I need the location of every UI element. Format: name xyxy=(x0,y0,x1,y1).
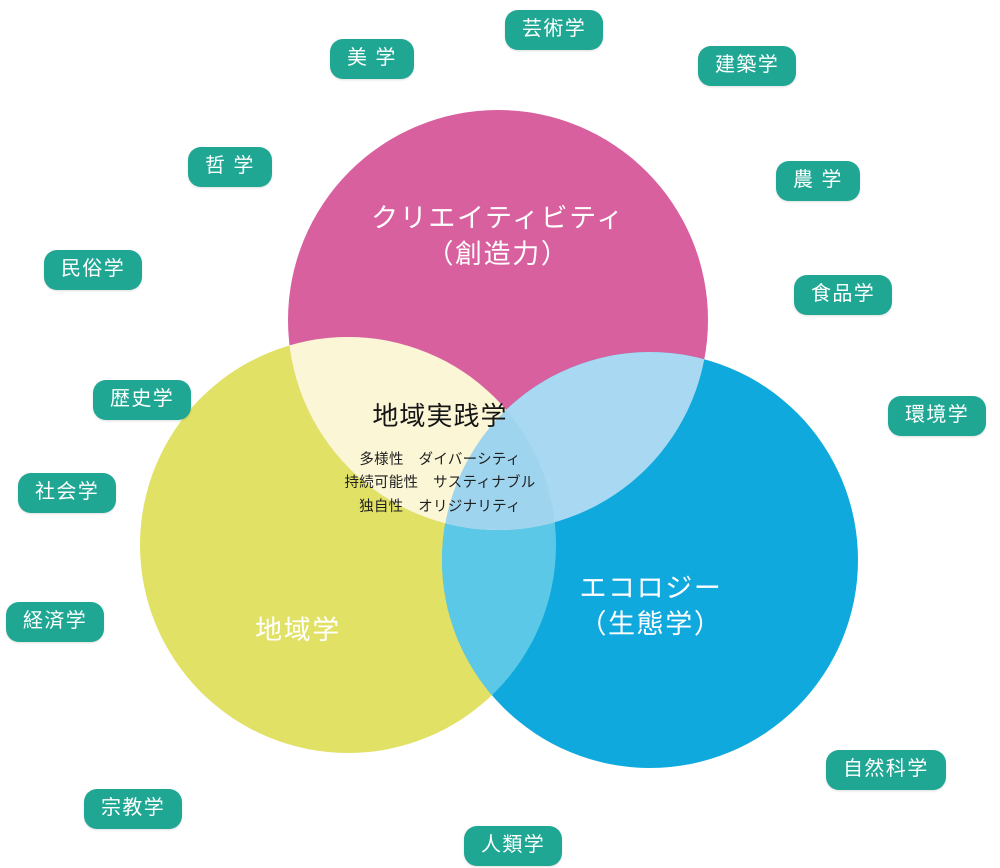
discipline-pill-kenchikugaku[interactable]: 建築学 xyxy=(698,46,797,86)
discipline-pill-minzokugaku[interactable]: 民俗学 xyxy=(44,250,143,290)
discipline-pill-shakaigaku[interactable]: 社会学 xyxy=(18,473,117,513)
overlap-creativity-ecology xyxy=(442,352,708,530)
discipline-pill-tetsugaku[interactable]: 哲 学 xyxy=(188,147,272,187)
discipline-pill-shuukyougaku[interactable]: 宗教学 xyxy=(84,789,183,829)
discipline-pill-shizenkagaku[interactable]: 自然科学 xyxy=(826,750,946,790)
discipline-pill-rekishigaku[interactable]: 歴史学 xyxy=(93,380,192,420)
discipline-pill-bigaku[interactable]: 美 学 xyxy=(330,39,414,79)
discipline-pill-jinruigaku[interactable]: 人類学 xyxy=(464,826,563,866)
overlap-all-three xyxy=(288,337,556,530)
discipline-pill-nougaku[interactable]: 農 学 xyxy=(776,161,860,201)
discipline-pill-shokuhingaku[interactable]: 食品学 xyxy=(794,275,893,315)
discipline-pill-kankyougaku[interactable]: 環境学 xyxy=(888,396,987,436)
discipline-pill-keizaigaku[interactable]: 経済学 xyxy=(6,602,105,642)
discipline-pill-geijutsugaku[interactable]: 芸術学 xyxy=(505,10,604,50)
